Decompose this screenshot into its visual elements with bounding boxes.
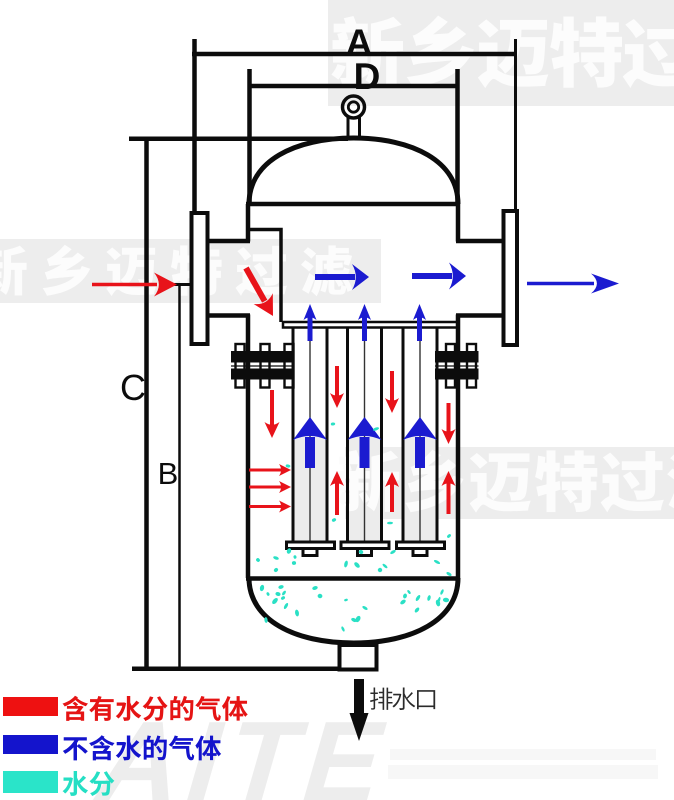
svg-text:D: D	[354, 56, 381, 97]
svg-text:C: C	[120, 367, 146, 408]
svg-text:A: A	[346, 22, 373, 63]
svg-text:B: B	[158, 456, 179, 491]
